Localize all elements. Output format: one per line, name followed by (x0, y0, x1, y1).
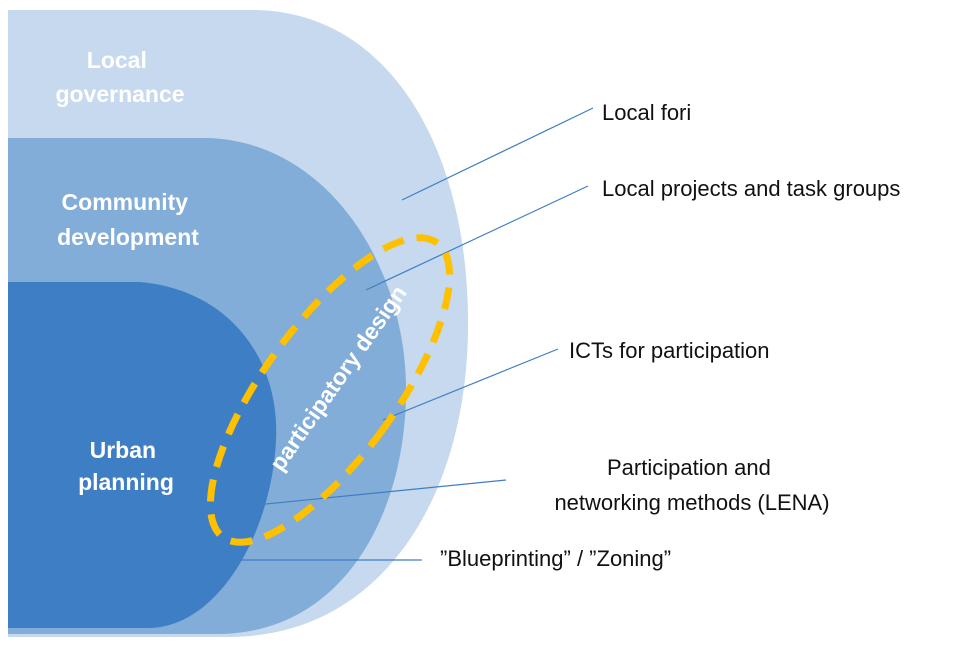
callout-local-projects: Local projects and task groups (602, 176, 900, 201)
leader-line-local-fori (401, 107, 594, 201)
layer-urban-planning (8, 282, 277, 628)
leader-line-local-projects (365, 185, 589, 291)
leader-line-lena (245, 479, 507, 507)
callout-blueprinting: ”Blueprinting” / ”Zoning” (440, 546, 671, 571)
layer-label-local-governance: Local governance (55, 47, 184, 107)
layer-label-urban-planning: Urban planning (78, 437, 174, 495)
participatory-design-ellipse (206, 234, 454, 546)
callout-local-fori: Local fori (602, 100, 691, 125)
callout-icts: ICTs for participation (569, 338, 770, 363)
callout-lena: Participation and networking methods (LE… (554, 455, 829, 515)
leader-line-icts (382, 348, 559, 421)
layer-label-community-development: Community development (57, 189, 199, 250)
